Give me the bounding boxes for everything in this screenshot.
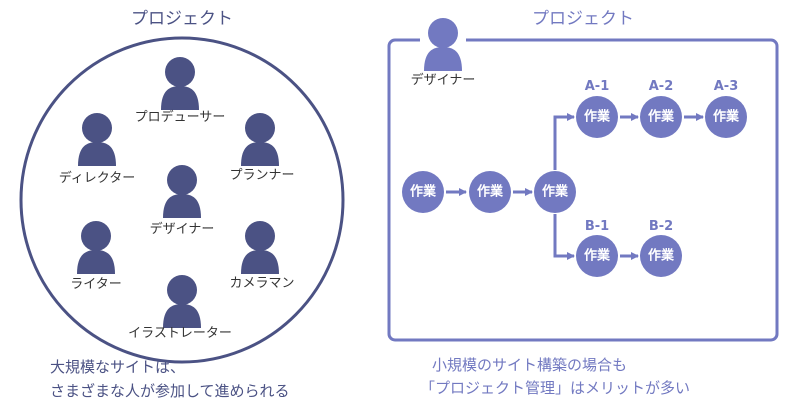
svg-text:作業: 作業 <box>584 248 611 264</box>
task-node: 作業 <box>469 171 511 213</box>
person-icon <box>77 221 115 274</box>
branch-label-a2: A-2 <box>649 79 674 94</box>
person-icon <box>78 113 116 166</box>
left-caption-line1: 大規模なサイトは、 <box>50 358 185 376</box>
right-title: プロジェクト <box>532 9 634 29</box>
member-writer: ライター <box>70 277 121 292</box>
left-title: プロジェクト <box>131 9 233 29</box>
small-project-panel: プロジェクト デザイナー 作業 作業 作業 A-1 A-2 A-3 作業 作業 … <box>387 9 779 397</box>
project-circle <box>19 36 345 364</box>
large-project-panel: プロジェクト プロデューサー ディレクター プランナー デザイナー ライター カ… <box>19 9 345 400</box>
member-cameraman: カメラマン <box>229 276 294 291</box>
branch-label-a3: A-3 <box>714 79 739 94</box>
task-node-a2: 作業 <box>640 96 682 138</box>
svg-text:作業: 作業 <box>410 184 437 200</box>
svg-text:作業: 作業 <box>477 184 504 200</box>
branch-label-b1: B-1 <box>585 219 609 234</box>
member-producer: プロデューサー <box>135 109 226 125</box>
branch-label-a1: A-1 <box>585 79 610 94</box>
person-icon <box>241 221 279 274</box>
task-node-b1: 作業 <box>576 235 618 277</box>
right-member-designer: デザイナー <box>411 72 476 88</box>
svg-text:作業: 作業 <box>713 109 740 125</box>
task-node-a3: 作業 <box>705 96 747 138</box>
svg-text:作業: 作業 <box>584 109 611 125</box>
svg-text:作業: 作業 <box>542 184 569 200</box>
member-illustrator: イラストレーター <box>128 326 232 341</box>
branch-label-b2: B-2 <box>649 219 673 234</box>
task-node: 作業 <box>402 171 444 213</box>
flow-arrows <box>446 113 704 260</box>
right-caption-line2: 「プロジェクト管理」はメリットが多い <box>420 379 690 397</box>
svg-text:作業: 作業 <box>648 109 675 125</box>
task-node-a1: 作業 <box>576 96 618 138</box>
person-icon <box>163 275 201 328</box>
member-director: ディレクター <box>59 170 136 186</box>
member-designer: デザイナー <box>150 221 215 237</box>
left-caption-line2: さまざまな人が参加して進められる <box>50 382 290 400</box>
task-node: 作業 <box>534 171 576 213</box>
person-icon <box>241 113 279 166</box>
project-frame <box>387 38 779 342</box>
svg-text:作業: 作業 <box>648 248 675 264</box>
person-icon <box>161 57 199 110</box>
person-icon <box>163 165 201 218</box>
member-planner: プランナー <box>229 168 294 183</box>
task-node-b2: 作業 <box>640 235 682 277</box>
right-caption-line1: 小規模のサイト構築の場合も <box>432 356 627 374</box>
